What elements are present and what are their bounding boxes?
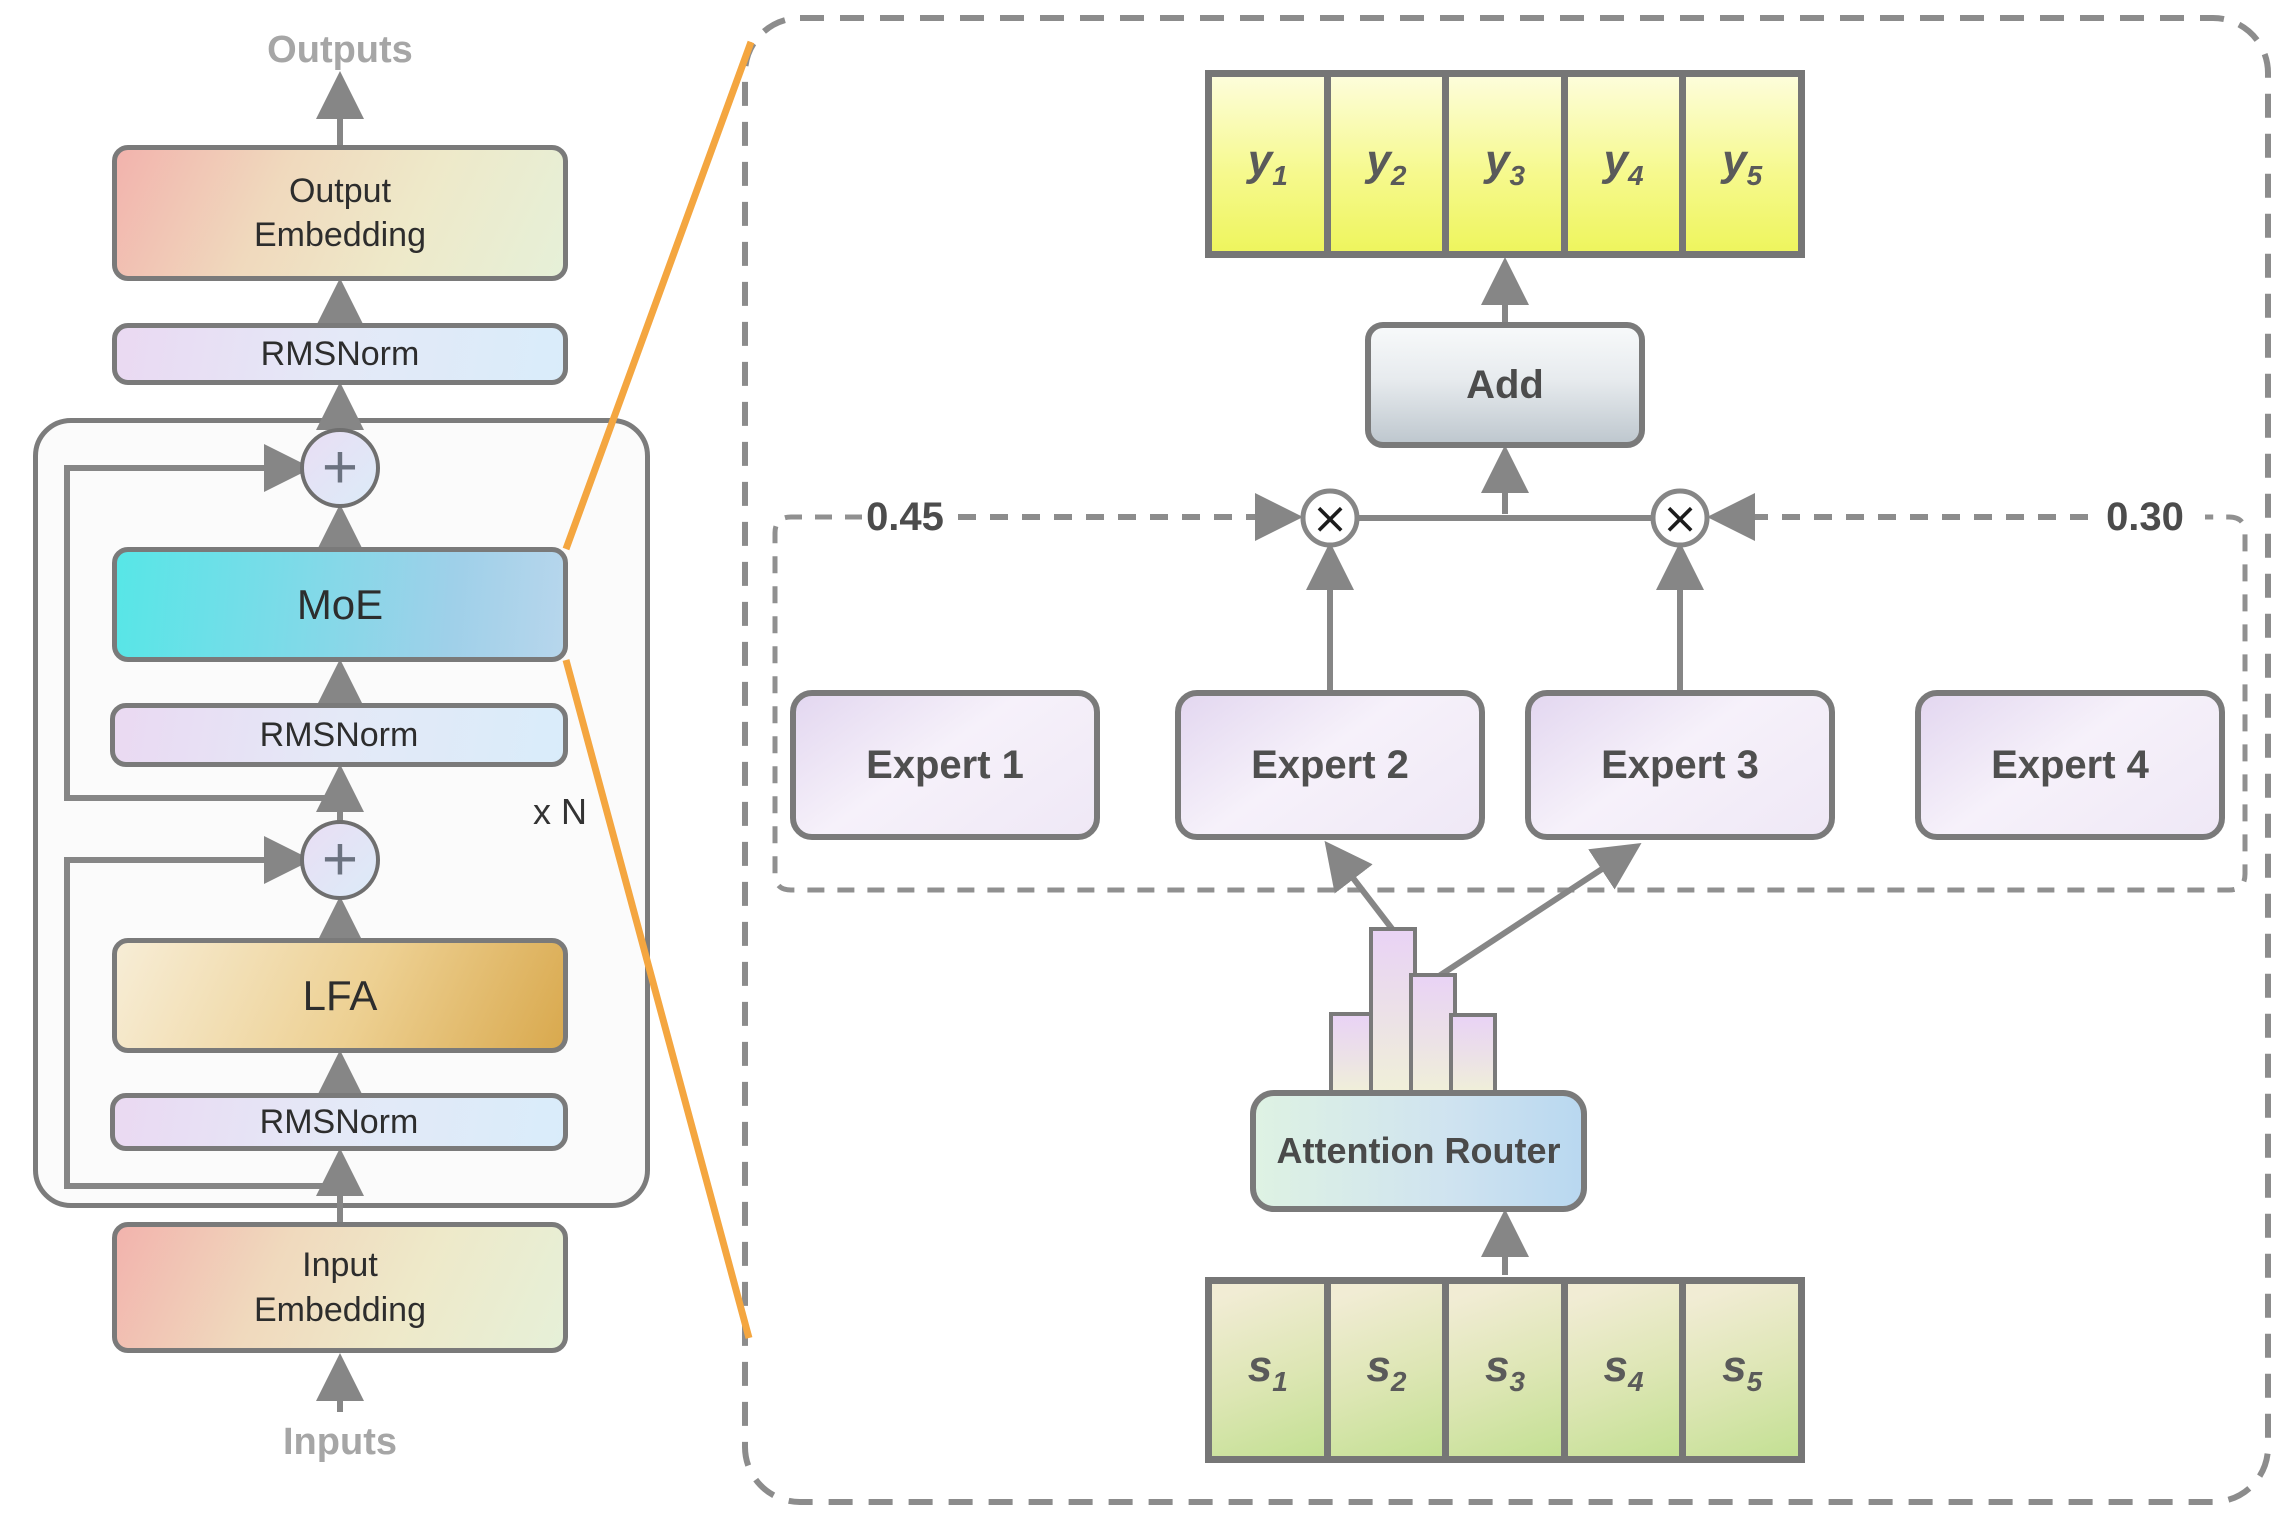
multiply-node-left: × <box>1300 488 1360 548</box>
moe-box: MoE <box>112 547 568 662</box>
expert-2-box: Expert 2 <box>1175 690 1485 840</box>
lfa-residual-skip <box>64 836 340 1189</box>
residual-add-node-top: + <box>300 428 380 508</box>
input-token-s1: s1 <box>1212 1284 1324 1456</box>
rmsnorm-top-box: RMSNorm <box>112 323 568 385</box>
input-token-s2: s2 <box>1323 1284 1443 1456</box>
output-token-y2: y2 <box>1323 77 1443 251</box>
output-embedding-line1: Output <box>288 171 392 210</box>
gate-weight-right: 0.30 <box>2106 494 2184 539</box>
input-embedding-line1: Input <box>302 1246 378 1285</box>
output-token-y5: y5 <box>1679 77 1798 251</box>
multiply-icon: × <box>1662 493 1699 544</box>
output-embedding-line2: Embedding <box>253 216 426 254</box>
attention-router-box: Attention Router <box>1250 1090 1587 1212</box>
arrow-router-to-expert3 <box>1434 843 1642 981</box>
input-embedding-box: Input Embedding <box>112 1222 568 1353</box>
multiply-node-right: × <box>1650 488 1710 548</box>
zoom-callout-lines <box>562 40 755 1339</box>
arrow-router-to-expert2 <box>1324 840 1399 936</box>
residual-add-node-bottom: + <box>300 820 380 900</box>
input-embedding-line2: Embedding <box>253 1290 426 1329</box>
add-box: Add <box>1365 322 1645 448</box>
output-token-y3: y3 <box>1442 77 1561 251</box>
multiply-icon: × <box>1312 493 1349 544</box>
rmsnorm-mid-box: RMSNorm <box>110 703 568 767</box>
rmsnorm-bottom-box: RMSNorm <box>110 1093 568 1151</box>
input-token-s3: s3 <box>1442 1284 1561 1456</box>
gate-weight-left: 0.45 <box>866 494 944 539</box>
output-token-y4: y4 <box>1560 77 1680 251</box>
input-token-s4: s4 <box>1560 1284 1680 1456</box>
input-token-s5: s5 <box>1679 1284 1798 1456</box>
output-embedding-box: Output Embedding <box>112 145 568 281</box>
router-score-bar <box>1449 1013 1497 1094</box>
inputs-label: Inputs <box>283 1420 397 1463</box>
lfa-box: LFA <box>112 938 568 1053</box>
expert-3-box: Expert 3 <box>1525 690 1835 840</box>
expert-4-box: Expert 4 <box>1915 690 2225 840</box>
expert-1-box: Expert 1 <box>790 690 1100 840</box>
zoom-callout-bottom-line <box>562 659 753 1339</box>
output-token-row: y1 y2 y3 y4 y5 <box>1205 70 1805 258</box>
repeat-count-label: x N <box>533 791 587 832</box>
outputs-label: Outputs <box>267 28 413 71</box>
output-token-y1: y1 <box>1212 77 1324 251</box>
input-token-row: s1 s2 s3 s4 s5 <box>1205 1277 1805 1463</box>
moe-residual-skip <box>64 444 340 801</box>
experts-group-border <box>772 514 2248 893</box>
zoom-callout-top-line <box>562 40 755 551</box>
